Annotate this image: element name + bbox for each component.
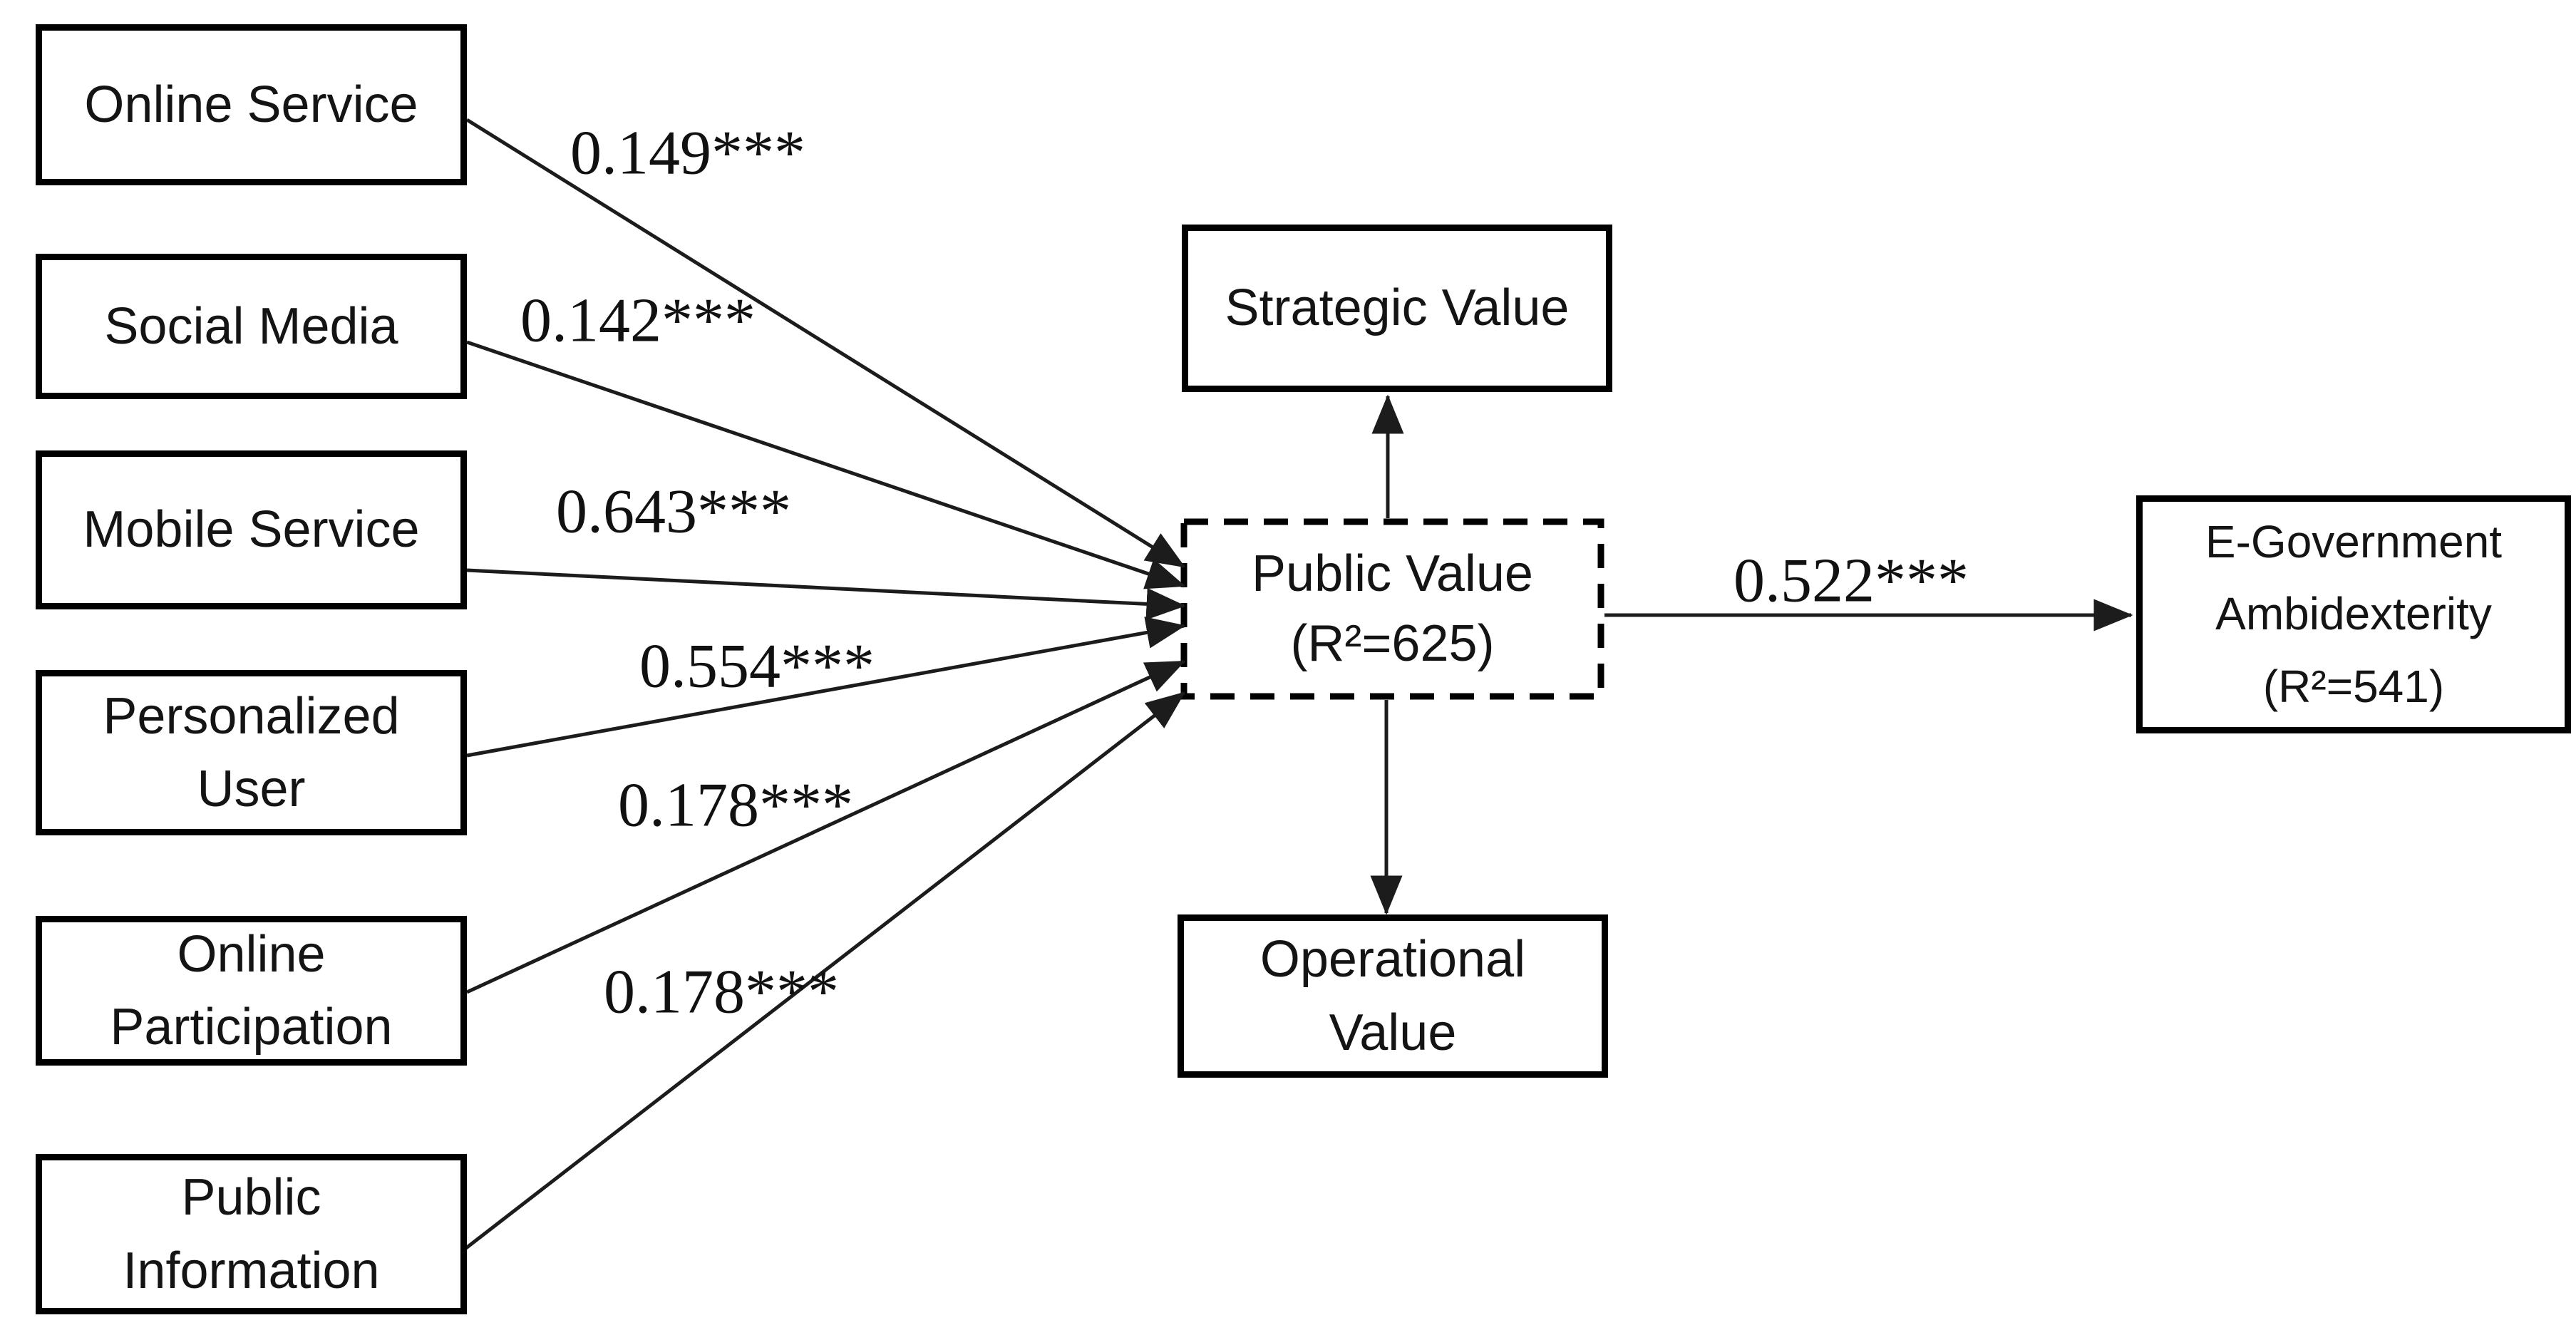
node-social-media: Social Media [36, 254, 467, 399]
path-coefficient-social-media: 0.142*** [520, 286, 756, 356]
edge-line-online_service-to-public_value [465, 118, 1186, 569]
node-online-service: Online Service [36, 24, 467, 185]
edge-line-online_participation-to-public_value [465, 659, 1186, 994]
node-personalized-user: Personalized User [36, 670, 467, 835]
node-egov-ambidexterity-label: E-Government Ambidexterity (R²=541) [2205, 516, 2503, 712]
edge-line-personalized_user-to-public_value [466, 617, 1186, 758]
path-coefficient-online-participation: 0.178*** [618, 770, 853, 840]
node-public-value-label: Public Value (R²=625) [1252, 545, 1533, 672]
node-strategic-value-label: Strategic Value [1225, 279, 1570, 337]
node-social-media-label: Social Media [104, 297, 398, 355]
node-mobile-service-label: Mobile Service [83, 501, 420, 559]
node-mobile-service: Mobile Service [36, 450, 467, 609]
path-coefficient-mobile-service: 0.643*** [556, 477, 791, 547]
node-personalized-user-label: Personalized User [103, 687, 400, 818]
node-public-value: Public Value (R²=625) [1180, 518, 1604, 700]
edge-line-social_media-to-public_value [466, 340, 1186, 589]
path-coefficient-personalized-user: 0.554*** [639, 632, 875, 701]
path-coefficient-public-information: 0.178*** [604, 957, 839, 1027]
node-operational-value: Operational Value [1178, 914, 1608, 1078]
node-online-service-label: Online Service [84, 76, 418, 133]
node-egov-ambidexterity: E-Government Ambidexterity (R²=541) [2136, 495, 2571, 733]
edge-line-public_information-to-public_value [462, 691, 1185, 1252]
path-coefficient-online-service: 0.149*** [570, 118, 805, 188]
node-online-participation-label: Online Participation [110, 925, 393, 1056]
node-online-participation: Online Participation [36, 916, 467, 1066]
node-strategic-value: Strategic Value [1182, 225, 1612, 392]
node-public-information-label: Public Information [123, 1169, 380, 1299]
node-operational-value-label: Operational Value [1259, 931, 1526, 1061]
node-public-information: Public Information [36, 1154, 467, 1314]
edge-line-mobile_service-to-public_value [466, 568, 1186, 620]
path-coefficient-public-value-egov: 0.522*** [1733, 546, 1969, 616]
